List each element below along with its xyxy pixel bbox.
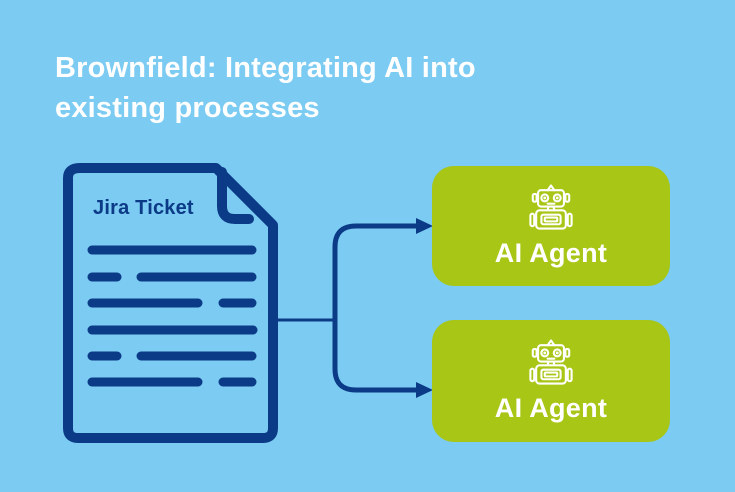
connector-arrows [277,218,433,398]
robot-icon [529,184,573,230]
page-title-line-1: Brownfield: Integrating AI into [55,52,476,84]
document-text-lines [87,245,258,387]
page-title: Brownfield: Integrating AI into existing… [55,48,476,128]
arrowhead-top-icon [416,218,433,234]
page-title-line-2: existing processes [55,92,320,124]
robot-icon [529,339,573,385]
jira-ticket-label: Jira Ticket [93,197,194,219]
document-fold-corner [217,167,254,224]
ai-agent-label: AI Agent [494,238,608,268]
ai-agent-node-1: AI Agent [432,166,670,286]
arrowhead-bottom-icon [416,382,433,398]
ai-agent-node-2: AI Agent [432,320,670,442]
ai-agent-label: AI Agent [494,393,608,423]
connector-branch-path [332,223,416,393]
